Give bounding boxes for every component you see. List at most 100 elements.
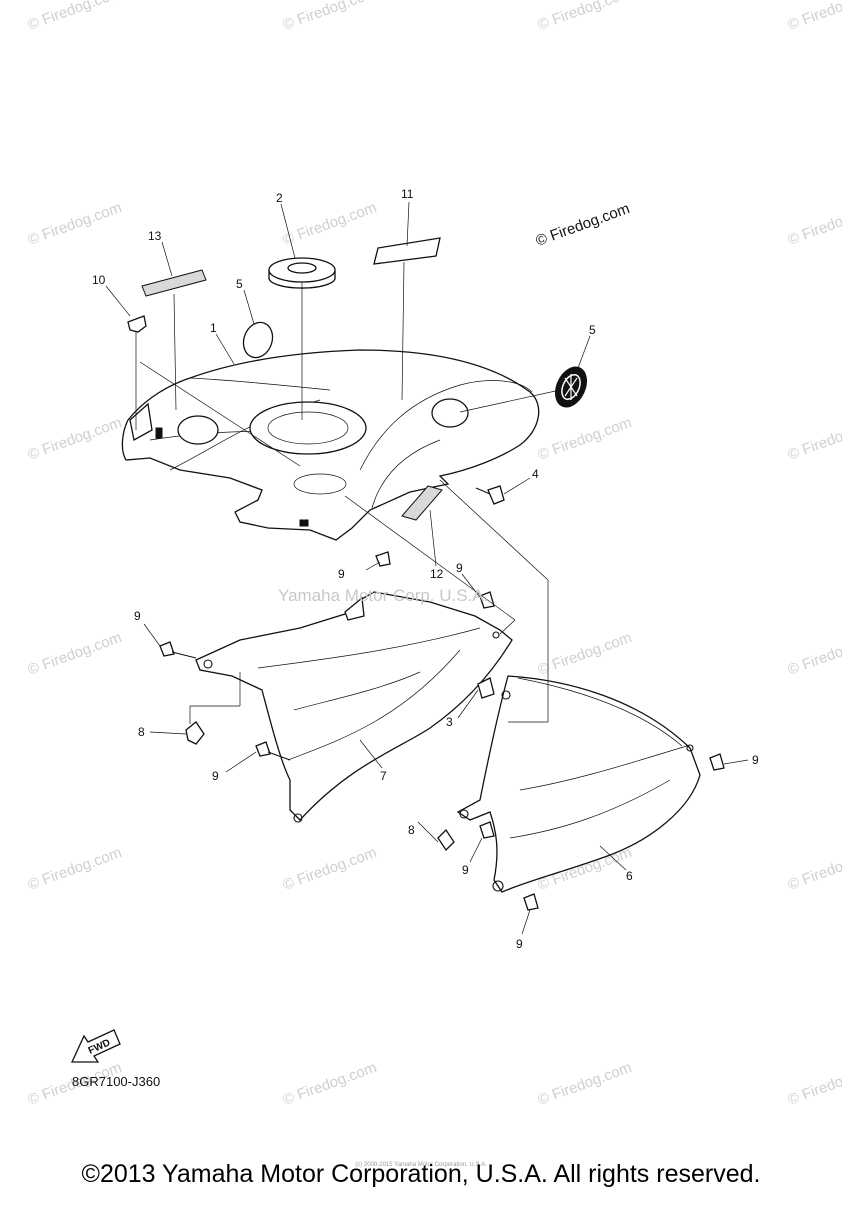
watermark: © Firedog.com [786, 1059, 842, 1109]
slot [155, 427, 163, 439]
mount-hole [686, 744, 694, 752]
callout-number: 8 [138, 725, 145, 739]
mount-hole [293, 813, 303, 823]
watermark-grid: © Firedog.com © Firedog.com © Firedog.co… [26, 0, 842, 1109]
callout-number: 2 [276, 191, 283, 205]
bolt-part-9 [523, 893, 539, 911]
callout-number: 7 [380, 769, 387, 783]
side-cover-right-contour [519, 744, 691, 791]
watermark: © Firedog.com [26, 0, 124, 34]
mount-hole [203, 659, 213, 669]
side-cover-left-part-7 [195, 591, 513, 823]
callout-number: 9 [338, 567, 345, 581]
clip-part-8 [437, 828, 455, 852]
side-cover-left-contour [293, 671, 421, 711]
leader-2 [280, 203, 296, 259]
leader-9 [723, 759, 749, 765]
assembly-line-5 [459, 389, 561, 413]
callout-number: 8 [408, 823, 415, 837]
mount-hole [299, 519, 309, 527]
bolt-part-9 [159, 641, 197, 659]
watermark: © Firedog.com [281, 844, 379, 894]
grommet-hole [287, 262, 317, 274]
watermark: © Firedog.com [536, 629, 634, 679]
leader-9 [461, 573, 483, 601]
bracket-part-3 [477, 677, 495, 699]
mount-hole [492, 631, 500, 639]
tank-cover-contour [359, 380, 533, 471]
emblem-left-part-5 [242, 321, 274, 359]
leader-10 [105, 285, 131, 317]
leader-12 [429, 509, 437, 567]
bolt-part-9 [479, 821, 495, 839]
side-cover-right-part-6 [456, 675, 701, 893]
callout-number: 13 [148, 229, 162, 243]
leader-5-left [243, 289, 255, 325]
bracket [344, 596, 365, 621]
bolt-head [375, 551, 391, 567]
copyright-notice: ©2013 Yamaha Motor Corporation, U.S.A. A… [81, 1160, 761, 1188]
clip-part-10 [127, 315, 147, 333]
side-cover-left-contour [257, 627, 481, 669]
watermark: © Firedog.com [786, 629, 842, 679]
side-hole-left [177, 415, 219, 445]
pad-part-11 [373, 237, 441, 265]
callout-number: 12 [430, 567, 444, 581]
callout-number: 9 [516, 937, 523, 951]
bolt-part-4 [475, 485, 505, 505]
watermark: © Firedog.com [281, 199, 379, 249]
leader-lines [105, 201, 749, 935]
leader-9 [521, 909, 531, 935]
lower-recess [293, 473, 347, 495]
callout-number: 5 [589, 323, 596, 337]
grommet-part-2 [268, 257, 336, 289]
assembly-line [344, 495, 516, 621]
leader-9 [469, 837, 483, 863]
assembly-line [439, 479, 549, 581]
bolt-head [487, 485, 505, 505]
callout-number: 9 [752, 753, 759, 767]
leader-3 [457, 689, 479, 719]
watermark: © Firedog.com [786, 414, 842, 464]
callout-number: 5 [236, 277, 243, 291]
leader-8 [417, 821, 439, 843]
tank-cover-part-1 [121, 349, 540, 541]
leader-7 [359, 739, 383, 769]
watermark: © Firedog.com [26, 844, 124, 894]
callout-number: 11 [401, 187, 414, 201]
watermark: © Firedog.com [786, 199, 842, 249]
side-cover-right-contour [509, 779, 671, 839]
watermark: © Firedog.com [281, 1059, 379, 1109]
mount-hole [492, 880, 504, 892]
leader-6 [599, 845, 627, 871]
tank-cover-edge [189, 377, 331, 391]
yamaha-emblem-part-5 [555, 366, 587, 408]
fuel-cap-ring [267, 411, 349, 445]
leader-9 [225, 751, 257, 773]
pad-part-12 [401, 485, 443, 521]
center-watermark: Yamaha Motor Corp. U.S.A. [278, 586, 489, 605]
pad-part-13 [141, 269, 207, 297]
tank-cover-contour [371, 439, 441, 509]
callout-number: 10 [92, 273, 106, 287]
bolt-shaft [267, 751, 291, 761]
callouts: 1 2 3 4 5 5 6 7 8 8 9 9 9 9 9 9 9 10 11 … [92, 187, 759, 951]
side-hole-right [431, 398, 469, 428]
bolt-head [523, 893, 539, 911]
tuning-fork-icon [564, 374, 578, 400]
watermark-dark: © Firedog.com [534, 200, 632, 250]
watermark: © Firedog.com [536, 414, 634, 464]
callout-number: 9 [134, 609, 141, 623]
side-cover-left-contour [287, 649, 461, 761]
callout-number: 1 [210, 321, 217, 335]
emblem-ring [561, 373, 581, 401]
leader-9 [143, 623, 161, 647]
assembly-line-10b [139, 361, 301, 467]
callout-number: 3 [446, 715, 453, 729]
bolt-part-9 [375, 551, 391, 567]
watermark: © Firedog.com [536, 0, 634, 34]
side-cover-left-body [195, 591, 513, 821]
callout-number: 4 [532, 467, 539, 481]
callout-number: 9 [456, 561, 463, 575]
bolt-shaft [475, 487, 491, 495]
